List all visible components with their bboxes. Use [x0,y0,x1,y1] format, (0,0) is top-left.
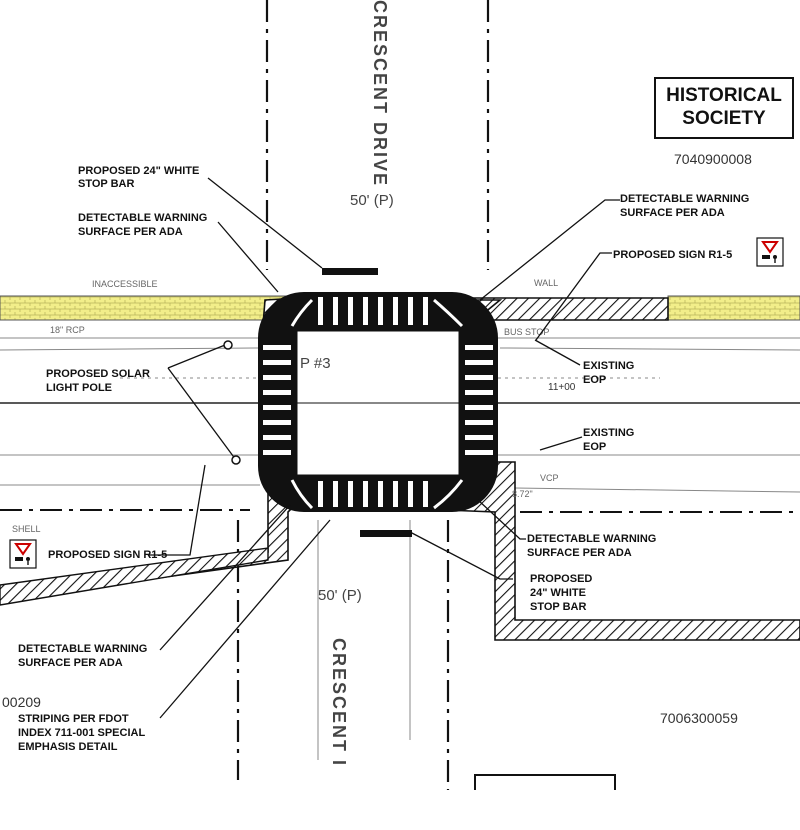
svg-text:STRIPING PER FDOT: STRIPING PER FDOT [18,713,129,725]
svg-text:DETECTABLE WARNING: DETECTABLE WARNING [18,643,147,655]
svg-text:EXISTING: EXISTING [583,360,634,372]
svg-text:PROPOSED 24" WHITE: PROPOSED 24" WHITE [78,165,199,177]
road-name-south: CRESCENT I [329,638,349,767]
sidewalk-east [667,295,800,321]
label-wall: WALL [534,278,558,288]
label-station: 11+00 [548,382,576,393]
svg-text:PROPOSED SOLAR: PROPOSED SOLAR [46,368,150,380]
svg-text:LIGHT POLE: LIGHT POLE [46,382,112,394]
row-width-south: 50' (P) [318,587,362,604]
callout-dws-se: DETECTABLE WARNING SURFACE PER ADA [527,533,656,559]
svg-text:SURFACE PER ADA: SURFACE PER ADA [527,547,632,559]
svg-text:SURFACE PER ADA: SURFACE PER ADA [18,657,123,669]
callout-striping: STRIPING PER FDOT INDEX 711-001 SPECIAL … [18,713,145,753]
historical-society-line1: HISTORICAL [666,85,782,106]
yield-to-pedestrian-sign-icon [9,539,37,569]
callout-stop-bar-north: PROPOSED 24" WHITE STOP BAR [78,165,199,190]
svg-text:EOP: EOP [583,441,606,453]
label-shell: SHELL [12,524,41,534]
svg-text:DETECTABLE WARNING: DETECTABLE WARNING [620,193,749,205]
svg-text:INDEX 711-001 SPECIAL: INDEX 711-001 SPECIAL [18,727,145,739]
svg-text:SURFACE PER ADA: SURFACE PER ADA [620,207,725,219]
sidewalk-west [0,295,301,321]
svg-text:EMPHASIS DETAIL: EMPHASIS DETAIL [18,741,118,753]
svg-text:DETECTABLE WARNING: DETECTABLE WARNING [78,212,207,224]
yield-to-pedestrian-sign-icon [756,237,784,267]
svg-text:24" WHITE: 24" WHITE [530,587,586,599]
svg-text:SURFACE PER ADA: SURFACE PER ADA [78,226,183,238]
stop-bar-north [322,268,378,275]
solar-light-pole-icon [223,340,241,465]
svg-text:EXISTING: EXISTING [583,427,634,439]
svg-text:EOP: EOP [583,374,606,386]
crosswalk-intersection [258,292,498,512]
callout-dws-ne: DETECTABLE WARNING SURFACE PER ADA [620,193,749,219]
callout-eop-e: EXISTING EOP [583,427,634,453]
historical-society-line2: SOCIETY [682,108,766,129]
callout-dws-sw: DETECTABLE WARNING SURFACE PER ADA [18,643,147,669]
svg-text:STOP BAR: STOP BAR [530,601,586,613]
svg-text:STOP BAR: STOP BAR [78,178,134,190]
parcel-ne: 7040900008 [674,151,752,167]
road-name-north: CRESCENT DRIVE [370,0,390,187]
callout-eop-ne: EXISTING EOP [583,360,634,386]
svg-text:DETECTABLE WARNING: DETECTABLE WARNING [527,533,656,545]
parcel-se: 7006300059 [660,710,738,726]
label-inaccessible: INACCESSIBLE [92,279,158,289]
callout-dws-nw: DETECTABLE WARNING SURFACE PER ADA [78,212,207,238]
callout-stop-bar-south: PROPOSED 24" WHITE STOP BAR [530,573,592,613]
callout-solar-pole: PROPOSED SOLAR LIGHT POLE [46,368,150,394]
historical-society-box: HISTORICAL SOCIETY [654,77,794,139]
stop-bar-south [360,530,412,537]
label-ped-num: P #3 [300,355,331,372]
label-vcp: VCP [540,473,559,483]
parcel-sw: 00209 [2,694,41,710]
label-vcp-size: 8.72" [512,489,533,499]
svg-text:PROPOSED: PROPOSED [530,573,592,585]
leader-lines [148,177,620,719]
label-bus-stop: BUS STOP [504,327,549,337]
callout-sign-w: PROPOSED SIGN R1-5 [48,549,167,561]
row-width-north: 50' (P) [350,192,394,209]
callout-sign-ne: PROPOSED SIGN R1-5 [613,249,732,261]
label-rcp: 18" RCP [50,325,85,335]
